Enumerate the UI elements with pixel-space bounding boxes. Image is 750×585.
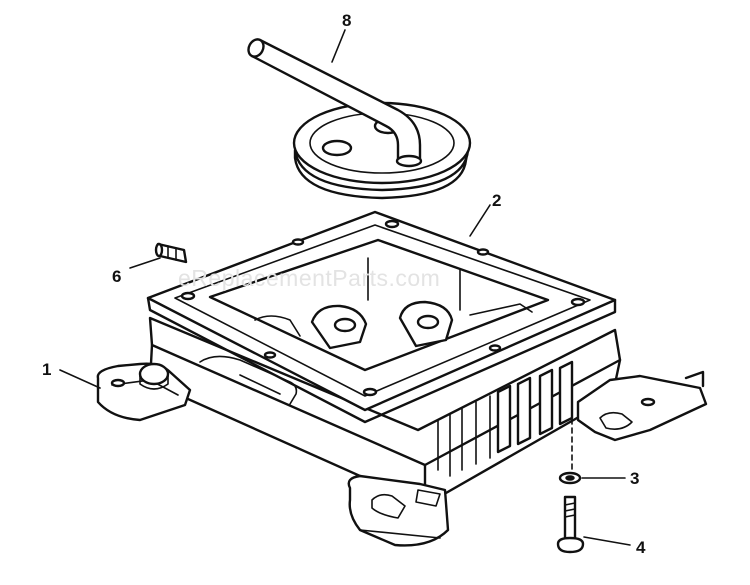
part-6-plug [154,242,188,264]
watermark: eReplacementParts.com [178,265,440,291]
callout-6: 6 [112,267,121,286]
callout-4: 4 [636,538,646,557]
part-1-crankcase-base [96,316,708,547]
part-4-bolt [556,409,585,554]
leader-lines [59,29,631,546]
part-3-washer [558,471,582,485]
part-2-gasket [146,210,617,424]
part-8-breather-cover [247,38,472,200]
callout-1: 1 [42,360,51,379]
callout-3: 3 [630,469,639,488]
callout-2: 2 [492,191,501,210]
callout-8: 8 [342,11,351,30]
